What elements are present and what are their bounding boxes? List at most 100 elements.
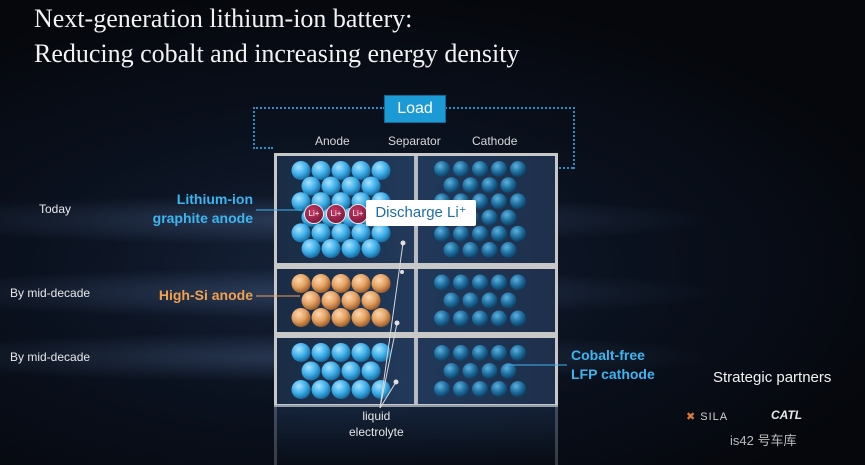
cathode-particles-lfp [434, 345, 526, 397]
cathode-particle [491, 161, 507, 177]
cathode-particle [434, 161, 450, 177]
cathode-particle [434, 381, 450, 397]
cathode-particle [443, 242, 460, 258]
anode-particle [351, 380, 371, 399]
cathode-particle [453, 310, 469, 327]
load-circuit-right [445, 107, 575, 169]
anode-particle [341, 361, 361, 381]
anode-particle [351, 274, 371, 293]
anode-particle [331, 380, 351, 399]
cathode-particle [510, 225, 526, 242]
anode-particle [361, 239, 381, 258]
cathode-particles [434, 274, 526, 327]
anode-particle [311, 380, 331, 399]
anode-particle [321, 176, 341, 196]
annotation-graphite-line1: Lithium-ion [176, 191, 253, 207]
cathode-particle [481, 209, 498, 226]
electrolyte-pointer-1 [379, 242, 404, 409]
panel-reflection [274, 405, 558, 465]
annotation-lfp-line2: LFP cathode [571, 366, 655, 382]
sila-logo-text: SILA [700, 411, 729, 423]
load-circuit-left-stub [253, 147, 273, 149]
cathode-particle [453, 161, 469, 177]
discharge-label: Discharge Li⁺ [366, 200, 476, 226]
anode-particle [321, 291, 341, 310]
row-label-today: Today [39, 202, 72, 216]
anode-particle [301, 239, 321, 258]
anode-particle [311, 308, 331, 327]
anode-particle [341, 239, 361, 258]
anode-particle [341, 176, 361, 196]
cathode-particle [434, 345, 450, 361]
cathode-particle [462, 177, 479, 194]
anode-particle [301, 361, 321, 381]
annotation-high-si-anode: High-Si anode [158, 287, 253, 303]
cathode-particle [510, 345, 526, 361]
cathode-particle [434, 310, 450, 327]
cathode-particle [472, 161, 488, 177]
anode-particle [301, 291, 321, 310]
cathode-particle [491, 193, 507, 210]
watermark: is42 号车库 [730, 433, 797, 448]
electrolyte-pointer-2 [379, 322, 398, 409]
cathode-particle [434, 274, 450, 291]
cathode-particle [510, 310, 526, 327]
cathode-particle [491, 381, 507, 397]
anode-particle [291, 343, 311, 362]
anode-particle [311, 223, 331, 243]
cell-panel-mid-decade-1 [274, 266, 558, 335]
separator-bar [414, 269, 418, 332]
cathode-particle [472, 193, 488, 210]
anode-particle [321, 239, 341, 258]
load-box: Load [384, 95, 446, 123]
anode-particle [371, 223, 391, 243]
anode-particle [321, 361, 341, 381]
separator-bar [414, 338, 418, 404]
cathode-particle [443, 177, 460, 194]
annotation-graphite-anode: Lithium-ion graphite anode [140, 190, 253, 228]
electrolyte-line1: liquid [362, 409, 391, 423]
anode-particle [371, 161, 391, 180]
cell-panel-mid-decade-2 [274, 335, 558, 407]
cathode-particle [453, 345, 469, 361]
anode-particle [371, 380, 391, 399]
cathode-particle [500, 177, 517, 194]
anode-particle [351, 161, 371, 180]
anode-particle [371, 308, 391, 327]
cathode-particle [472, 381, 488, 397]
cathode-particle [472, 345, 488, 361]
electrolyte-dot [400, 240, 406, 246]
cathode-particle [453, 381, 469, 397]
cathode-particle [472, 274, 488, 291]
anode-particle [371, 343, 391, 362]
electrolyte-pointer-3 [379, 381, 397, 409]
row-label-mid-decade-1: By mid-decade [10, 286, 91, 300]
cathode-particle [481, 363, 498, 379]
cathode-particle [462, 242, 479, 258]
annotation-lfp-cathode: Cobalt-free LFP cathode [571, 346, 655, 384]
cathode-particle [491, 274, 507, 291]
cathode-particle [443, 292, 460, 309]
slide-title-line1: Next-generation lithium-ion battery: [34, 4, 413, 33]
cathode-particle [510, 193, 526, 210]
anode-particle [361, 176, 381, 196]
anode-particle [291, 274, 311, 293]
electrolyte-label: liquid electrolyte [349, 408, 404, 440]
cathode-particle [510, 161, 526, 177]
anode-particle [311, 274, 331, 293]
anode-particle [351, 343, 371, 362]
cathode-particle [462, 292, 479, 309]
column-header-cathode: Cathode [472, 134, 518, 148]
cathode-particle [472, 310, 488, 327]
cathode-particle [443, 363, 460, 379]
cathode-particle [510, 381, 526, 397]
li-ion-1: Li+ [304, 204, 324, 224]
anode-particles-silicon [291, 274, 391, 327]
cathode-particle [481, 242, 498, 258]
anode-particle [351, 308, 371, 327]
li-ion-2: Li+ [326, 204, 346, 224]
column-header-separator: Separator [388, 134, 441, 148]
anode-particle [331, 343, 351, 362]
cathode-particle [462, 363, 479, 379]
